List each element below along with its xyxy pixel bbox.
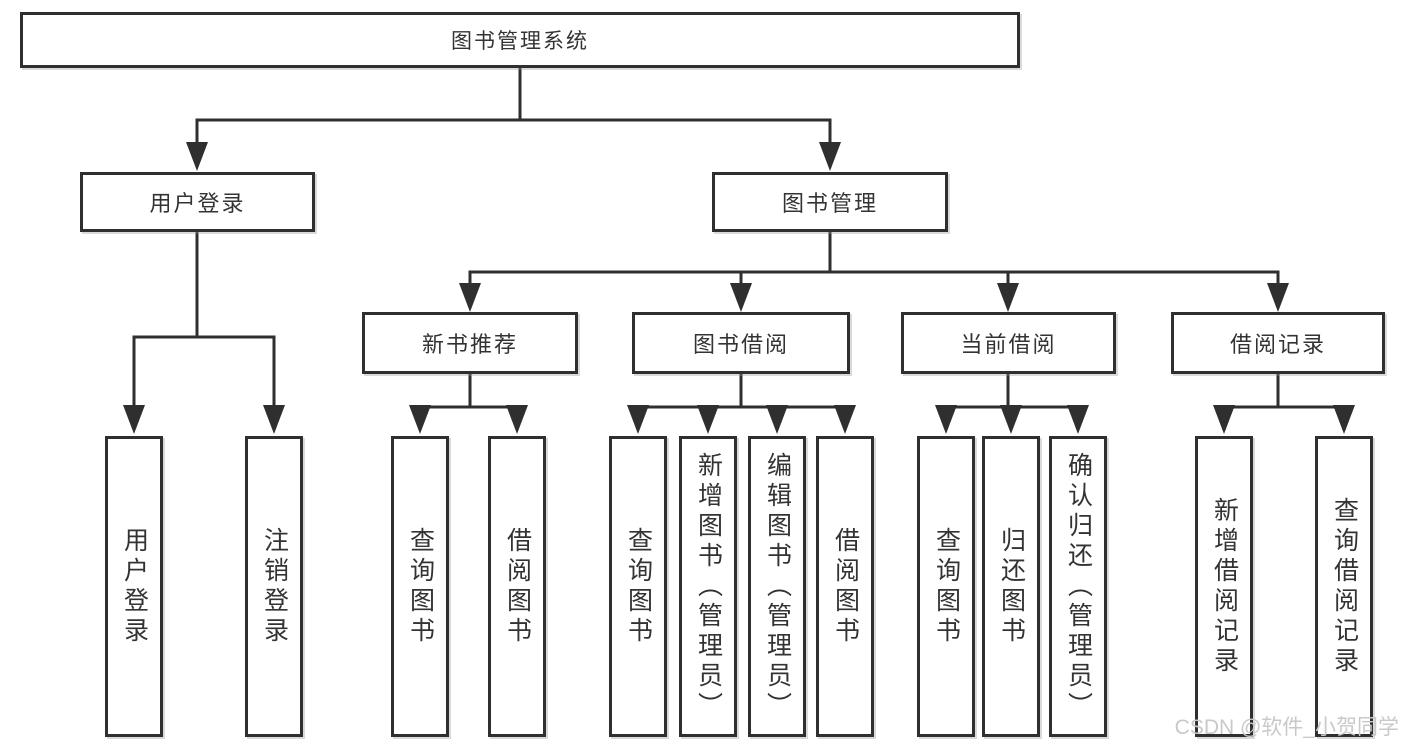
leaf-label: 编辑图书（管理员）	[763, 451, 792, 722]
node-user-login: 用户登录	[80, 172, 315, 232]
arrowhead-icon	[459, 283, 481, 312]
arrowhead-icon	[935, 405, 957, 434]
arrowhead-icon	[834, 405, 856, 434]
arrowhead-icon	[186, 142, 208, 171]
leaf-label: 确认归还（管理员）	[1064, 451, 1093, 722]
leaf-label: 新增借阅记录	[1210, 496, 1239, 677]
leaf-add-book-admin: 新增图书（管理员）	[679, 436, 737, 737]
arrowhead-icon	[506, 405, 528, 434]
leaf-edit-book-admin: 编辑图书（管理员）	[748, 436, 806, 737]
node-new-book-recommend: 新书推荐	[362, 312, 578, 374]
leaf-label: 用户登录	[120, 526, 149, 647]
leaf-borrow-book-2: 借阅图书	[816, 436, 874, 737]
leaf-label: 归还图书	[997, 526, 1026, 647]
arrowhead-icon	[819, 142, 841, 171]
leaf-label: 新增图书（管理员）	[694, 451, 723, 722]
leaf-query-book-1: 查询图书	[391, 436, 449, 737]
connector-lines	[132, 68, 1346, 412]
arrowhead-icon	[997, 283, 1019, 312]
leaf-label: 注销登录	[260, 526, 289, 647]
arrowhead-icon	[409, 405, 431, 434]
node-current-borrow: 当前借阅	[901, 312, 1116, 374]
leaf-query-book-3: 查询图书	[917, 436, 975, 737]
csdn-watermark: CSDN @软件_小贺同学	[1174, 716, 1399, 739]
arrowhead-icon	[1213, 405, 1235, 434]
arrowhead-icon	[1000, 405, 1022, 434]
leaf-label: 查询借阅记录	[1330, 496, 1359, 677]
arrowhead-icon	[766, 405, 788, 434]
node-book-borrow: 图书借阅	[632, 312, 850, 374]
leaf-query-book-2: 查询图书	[609, 436, 667, 737]
leaf-label: 借阅图书	[831, 526, 860, 647]
leaf-add-borrow-record: 新增借阅记录	[1195, 436, 1253, 737]
node-book-management: 图书管理	[712, 172, 948, 232]
leaf-label: 查询图书	[932, 526, 961, 647]
arrowhead-icon	[1267, 283, 1289, 312]
leaf-return-book: 归还图书	[982, 436, 1040, 737]
leaf-label: 查询图书	[406, 526, 435, 647]
leaf-confirm-return-admin: 确认归还（管理员）	[1049, 436, 1107, 737]
arrowhead-icon	[697, 405, 719, 434]
leaf-borrow-book-1: 借阅图书	[488, 436, 546, 737]
leaf-query-borrow-record: 查询借阅记录	[1315, 436, 1373, 737]
arrowhead-icon	[1067, 405, 1089, 434]
leaf-label: 借阅图书	[503, 526, 532, 647]
arrowhead-icon	[123, 405, 145, 434]
node-borrow-record: 借阅记录	[1171, 312, 1385, 374]
arrowhead-icon	[627, 405, 649, 434]
arrowhead-icon	[263, 405, 285, 434]
node-library-management-system: 图书管理系统	[20, 12, 1020, 68]
leaf-label: 查询图书	[624, 526, 653, 647]
leaf-user-login: 用户登录	[105, 436, 163, 737]
arrowhead-icon	[1333, 405, 1355, 434]
arrowhead-icon	[730, 283, 752, 312]
leaf-logout: 注销登录	[245, 436, 303, 737]
